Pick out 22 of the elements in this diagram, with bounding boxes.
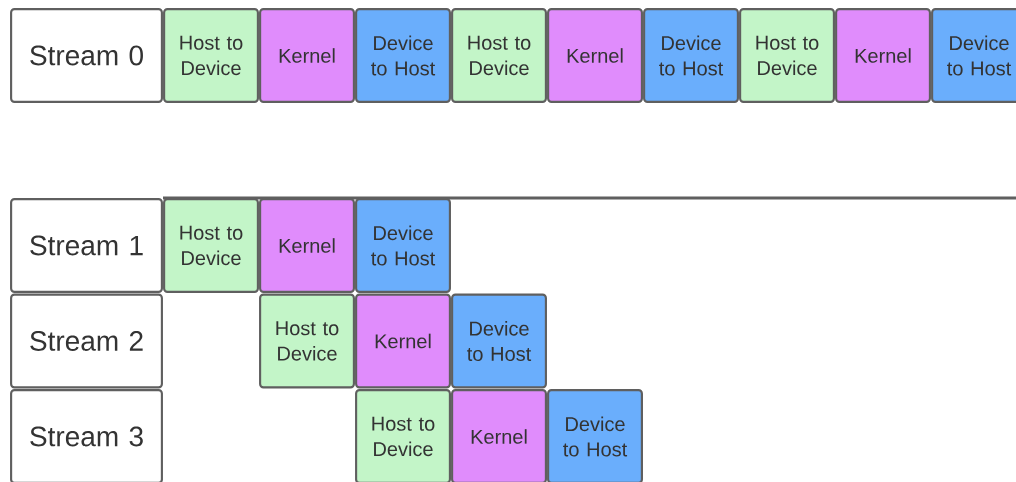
host-to-device-box: Host to Device <box>163 8 259 103</box>
host-to-device-box: Host to Device <box>355 389 451 482</box>
device-to-host-box: Device to Host <box>643 8 739 103</box>
kernel-box: Kernel <box>835 8 931 103</box>
host-to-device-box: Host to Device <box>163 198 259 293</box>
stream-label-box: Stream 3 <box>10 389 163 482</box>
kernel-box: Kernel <box>259 8 355 103</box>
kernel-box: Kernel <box>259 198 355 293</box>
host-to-device-box: Host to Device <box>739 8 835 103</box>
host-to-device-box: Host to Device <box>259 293 355 389</box>
device-to-host-box: Device to Host <box>355 8 451 103</box>
device-to-host-box: Device to Host <box>931 8 1016 103</box>
stream-label-box: Stream 0 <box>10 8 163 103</box>
stream-label-box: Stream 2 <box>10 293 163 389</box>
stream-label-box: Stream 1 <box>10 198 163 293</box>
device-to-host-box: Device to Host <box>547 389 643 482</box>
device-to-host-box: Device to Host <box>355 198 451 293</box>
host-to-device-box: Host to Device <box>451 8 547 103</box>
kernel-box: Kernel <box>451 389 547 482</box>
device-to-host-box: Device to Host <box>451 293 547 389</box>
kernel-box: Kernel <box>355 293 451 389</box>
kernel-box: Kernel <box>547 8 643 103</box>
